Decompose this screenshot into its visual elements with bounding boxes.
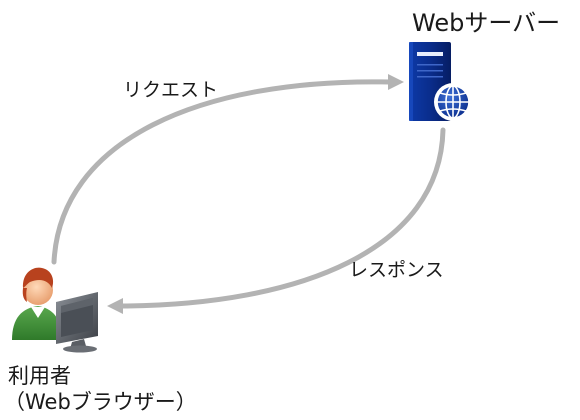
user-at-computer-icon [12, 267, 98, 353]
request-arrow-line [51, 79, 393, 265]
monitor-icon [56, 292, 98, 353]
web-server-icon [409, 42, 472, 121]
server-title: Webサーバー [412, 9, 561, 37]
user-label: 利用者 [8, 364, 71, 388]
user-sublabel: （Webブラウザー） [4, 390, 197, 414]
response-arrow [107, 127, 446, 314]
request-arrowhead [388, 74, 404, 90]
response-label: レスポンス [349, 259, 444, 281]
response-arrow-line [119, 127, 446, 309]
response-arrowhead [107, 298, 123, 314]
globe-icon [434, 83, 472, 121]
request-label: リクエスト [123, 79, 219, 101]
request-arrow [51, 74, 404, 265]
